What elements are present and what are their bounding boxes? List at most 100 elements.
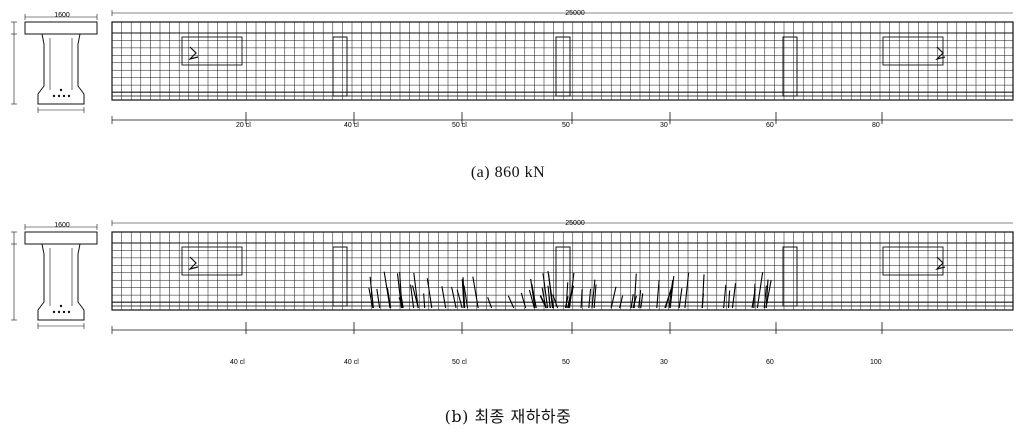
station-label: 40 cl	[344, 359, 359, 366]
crack-line	[567, 296, 571, 309]
elevation-a	[111, 10, 1014, 124]
crack-line	[593, 284, 597, 309]
anchorage-zone	[882, 246, 944, 276]
crack-line	[588, 288, 592, 309]
crack-line	[472, 276, 479, 309]
top-flange	[24, 231, 98, 245]
crack-line	[731, 283, 737, 309]
cross-section-a	[11, 14, 98, 113]
station-label: 50	[562, 359, 570, 366]
station-label: 60	[766, 122, 774, 129]
crack-line	[656, 280, 660, 309]
crack-line	[520, 292, 527, 309]
station-label: 80	[872, 122, 880, 129]
crack-line	[668, 279, 674, 309]
crack-line	[386, 287, 392, 309]
diaphragm-block	[782, 246, 798, 307]
crack-line	[369, 276, 374, 309]
station-labels-a: 20 cl 40 cl 50 cl 50 30 60 80	[236, 122, 880, 129]
tendon-dot	[62, 94, 66, 98]
crack-line	[763, 285, 767, 309]
girder-web-outline	[37, 243, 85, 321]
crack-line	[678, 288, 683, 309]
load-mark	[935, 46, 946, 61]
crack-line	[541, 287, 547, 309]
station-label: 100	[870, 359, 882, 366]
tendon-dot	[52, 310, 56, 314]
crack-line	[665, 288, 672, 309]
crack-line	[547, 285, 551, 309]
crack-line	[413, 272, 419, 309]
tendon-dot	[59, 304, 63, 308]
girder-outline	[111, 231, 1014, 311]
load-mark	[188, 46, 199, 61]
tendon-dot	[57, 310, 61, 314]
anchorage-zone	[882, 36, 944, 66]
load-mark	[935, 256, 946, 271]
station-label: 50 cl	[452, 359, 467, 366]
crack-line	[619, 295, 624, 309]
tendon-dot	[57, 94, 61, 98]
crack-line	[591, 279, 596, 309]
tendon-dot	[52, 94, 56, 98]
station-label: 60	[766, 359, 774, 366]
panel-b-drawing: 1600 25000 40 cl 40 cl 50 cl 50 30 60 10…	[11, 220, 1014, 366]
crack-line	[756, 271, 764, 309]
crack-line	[539, 295, 547, 309]
crack-line	[547, 270, 554, 309]
crack-line	[368, 287, 374, 309]
crack-line	[462, 277, 466, 309]
crack-line	[426, 278, 433, 309]
diagram-panel-a: 1600 25000 20 cl 40 cl 50 cl 50 30 60 80…	[0, 0, 1016, 200]
crack-line	[701, 274, 705, 309]
crack-line	[610, 286, 617, 309]
panel-a-drawing: 1600 25000 20 cl 40 cl 50 cl 50 30 60 80	[11, 10, 1014, 129]
anchorage-zone	[181, 246, 243, 276]
crack-line	[461, 279, 465, 309]
crack-line	[376, 288, 381, 309]
crack-line	[564, 296, 569, 309]
crack-line	[463, 285, 469, 309]
crack-line	[528, 289, 535, 309]
crack-line	[727, 290, 731, 309]
diaphragm-block	[782, 36, 798, 97]
crack-line	[684, 272, 690, 309]
crack-line	[487, 296, 493, 309]
anchorage-zone	[181, 36, 243, 66]
station-label: 20 cl	[236, 122, 251, 129]
crack-line	[580, 289, 583, 309]
diagram-panel-b: 1600 25000 40 cl 40 cl 50 cl 50 30 60 10…	[0, 218, 1016, 426]
crack-line	[451, 286, 457, 309]
station-label: 30	[660, 359, 668, 366]
crack-line	[456, 289, 463, 309]
figure-caption: (b) 최종 재하하중	[444, 407, 572, 426]
crack-line	[383, 271, 391, 309]
crack-line	[638, 290, 642, 309]
crack-line	[398, 297, 404, 309]
crack-line	[753, 283, 756, 309]
elevation-b	[111, 220, 1014, 334]
span-length-label: 25000	[565, 220, 585, 227]
station-labels-b: 40 cl 40 cl 50 cl 50 30 60 100	[230, 359, 882, 366]
crack-line	[423, 293, 426, 309]
crack-line	[568, 272, 575, 309]
section-width-label: 1600	[54, 12, 70, 19]
station-label: 50 cl	[452, 122, 467, 129]
crack-line	[441, 286, 447, 309]
crack-line	[410, 284, 415, 309]
crack-line	[723, 284, 727, 309]
station-label: 40 cl	[230, 359, 245, 366]
crack-line	[633, 273, 637, 309]
station-label: 30	[660, 122, 668, 129]
top-flange	[24, 21, 98, 35]
tendon-dot	[67, 94, 71, 98]
load-mark	[188, 256, 199, 271]
station-label: 40 cl	[344, 122, 359, 129]
crack-line	[669, 276, 675, 309]
crack-line	[530, 278, 536, 309]
tendon-dot	[67, 310, 71, 314]
crack-line	[400, 295, 404, 309]
girder-outline	[111, 21, 1014, 101]
crack-line	[640, 293, 644, 309]
crack-line	[399, 272, 403, 309]
